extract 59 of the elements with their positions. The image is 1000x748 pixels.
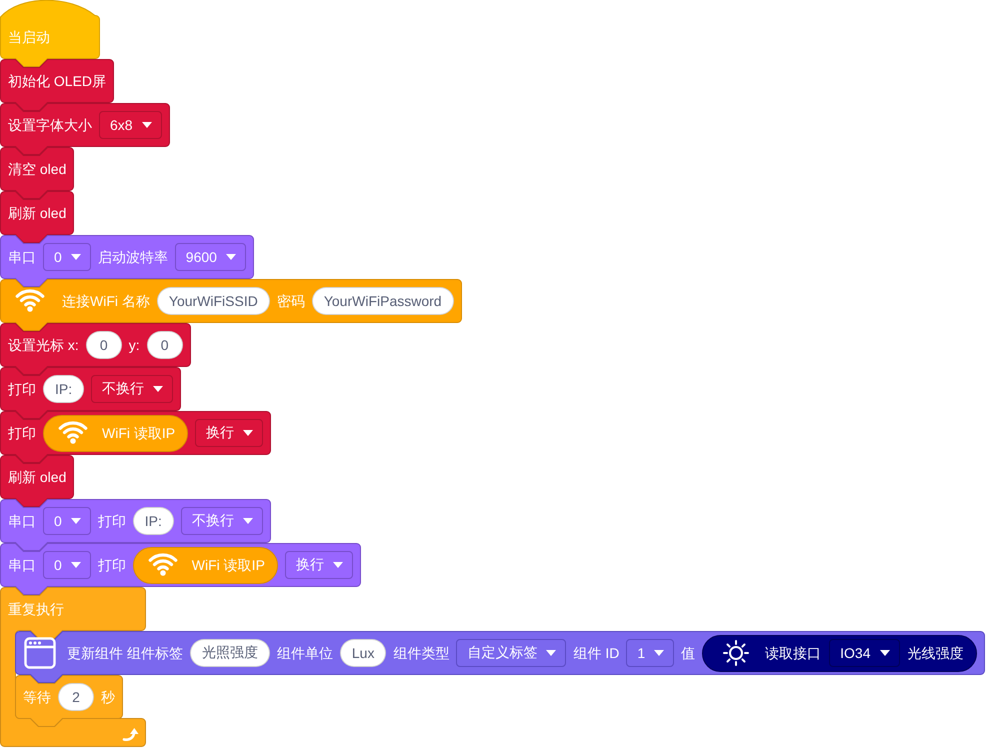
dropdown: 换行 <box>195 419 264 447</box>
block-label: 组件类型 <box>393 644 450 662</box>
block-label: 重复执行 <box>8 600 64 618</box>
command-block <box>0 103 170 155</box>
dropdown: 自定义标签 <box>456 639 566 667</box>
command-block <box>0 543 361 595</box>
block-label: y: <box>128 336 140 354</box>
dropdown: 1 <box>626 639 674 667</box>
command-block <box>0 411 272 463</box>
dropdown: 换行 <box>284 551 353 579</box>
block-label: 等待 <box>23 688 51 706</box>
block-label: 串口 <box>8 248 36 266</box>
block-label: 秒 <box>101 688 115 706</box>
block-label: 设置字体大小 <box>8 116 92 134</box>
block-label: WiFi 读取IP <box>192 556 265 574</box>
dropdown: 0 <box>43 507 91 535</box>
reporter-block <box>43 414 188 452</box>
reporter-block <box>132 546 278 584</box>
dropdown: IO34 <box>829 639 900 667</box>
block-label: 初始化 OLED屏 <box>8 72 106 90</box>
dropdown: 不换行 <box>91 375 174 403</box>
block-label: 当启动 <box>8 28 50 46</box>
command-block <box>0 191 74 243</box>
block-label: 清空 oled <box>8 160 66 178</box>
block-label: 串口 <box>8 556 36 574</box>
block-label: WiFi 读取IP <box>102 424 176 442</box>
block-label: 刷新 oled <box>8 204 66 222</box>
block-label: 更新组件 组件标签 <box>67 644 183 662</box>
block-label: 启动波特率 <box>98 248 168 266</box>
dropdown: 9600 <box>174 243 246 271</box>
block-label: 打印 <box>8 424 36 442</box>
command-block <box>0 455 74 507</box>
block-label: 组件 ID <box>573 644 620 662</box>
block-label: 组件单位 <box>276 644 333 662</box>
block-label: 读取接口 <box>765 644 822 662</box>
block-label: 值 <box>681 644 696 662</box>
block-label: 打印 <box>8 380 36 398</box>
block-label: 串口 <box>8 512 36 530</box>
command-block <box>0 59 114 111</box>
input-field: 光照强度 <box>190 639 270 667</box>
dropdown: 6x8 <box>99 111 162 139</box>
input-field: YourWiFiSSID <box>156 287 270 315</box>
block-label: 打印 <box>98 512 126 530</box>
block-label: 刷新 oled <box>8 468 66 486</box>
block-label: 密码 <box>276 292 305 310</box>
dropdown: 0 <box>43 243 91 271</box>
dropdown: 0 <box>43 551 91 579</box>
block-label: 打印 <box>98 556 126 574</box>
reporter-block <box>702 634 977 672</box>
command-block <box>0 147 74 199</box>
input-field: YourWiFiPassword <box>312 287 454 315</box>
block-label: 设置光标 x: <box>8 336 79 354</box>
hat-block <box>0 0 100 67</box>
command-block <box>15 675 123 727</box>
command-block <box>15 631 985 683</box>
block-label: 连接WiFi 名称 <box>62 292 150 310</box>
block-label: 光线强度 <box>908 644 964 662</box>
dropdown: 不换行 <box>180 507 263 535</box>
command-block <box>0 279 462 331</box>
